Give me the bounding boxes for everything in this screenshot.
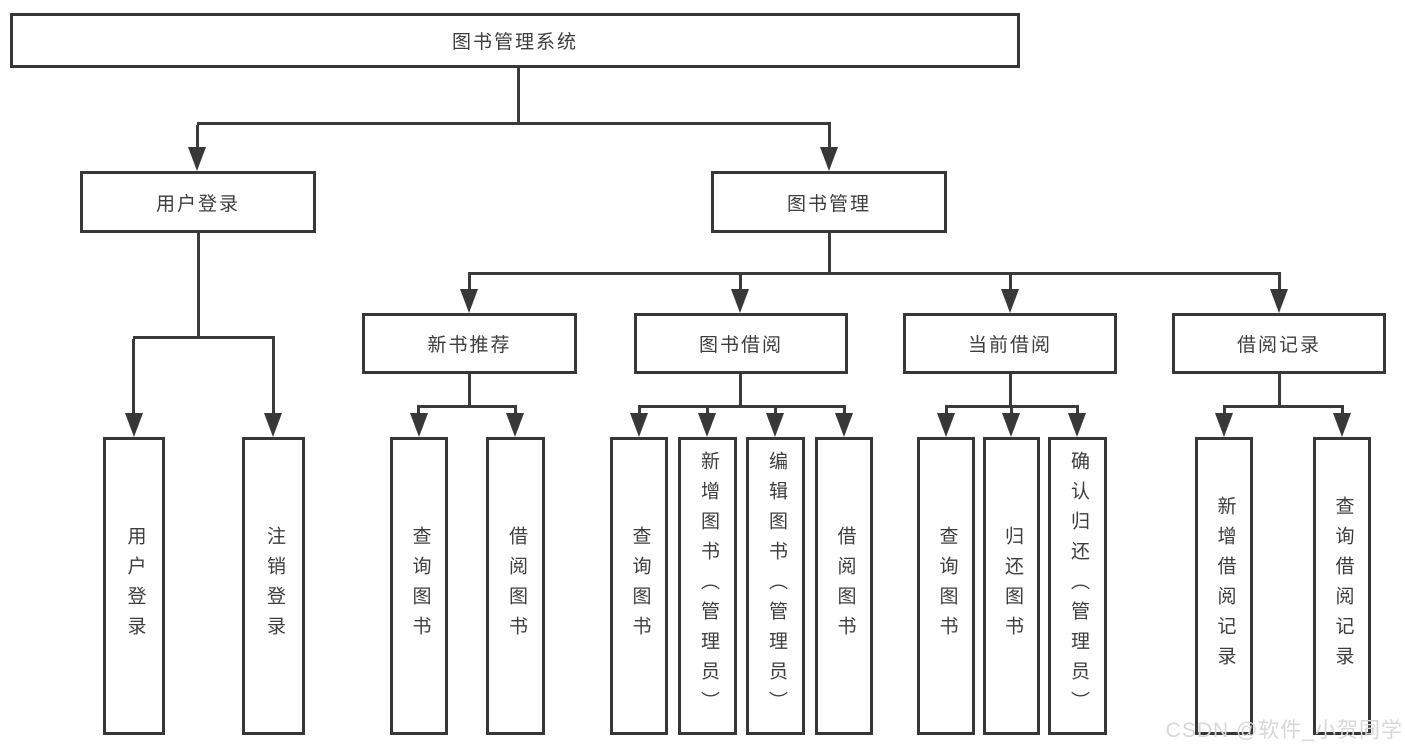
- node-current-borrow: 当前借阅: [903, 313, 1117, 374]
- node-borrow-records: 借阅记录: [1172, 313, 1386, 374]
- leaf-query-book-current-label: 查询图书: [936, 526, 958, 646]
- connector-line: [1278, 374, 1281, 407]
- arrowhead-down-icon: [1215, 413, 1233, 437]
- arrowhead-down-icon: [835, 413, 853, 437]
- node-current-borrow-label: 当前借阅: [967, 335, 1052, 356]
- connector-line: [739, 275, 742, 293]
- arrowhead-down-icon: [506, 413, 524, 437]
- arrowhead-down-icon: [410, 413, 428, 437]
- node-new-book-recommend-label: 新书推荐: [427, 335, 512, 356]
- connector-line: [468, 272, 1281, 275]
- node-book-borrow: 图书借阅: [634, 313, 848, 374]
- leaf-user-login: 用户登录: [103, 437, 165, 735]
- arrowhead-down-icon: [1002, 413, 1020, 437]
- arrowhead-down-icon: [937, 413, 955, 437]
- node-borrow-records-label: 借阅记录: [1236, 335, 1321, 356]
- leaf-query-book-recommend-label: 查询图书: [409, 526, 431, 646]
- arrowhead-down-icon: [125, 413, 143, 437]
- node-new-book-recommend: 新书推荐: [362, 313, 577, 374]
- leaf-query-book-recommend: 查询图书: [390, 437, 448, 735]
- arrowhead-down-icon: [1001, 289, 1019, 313]
- connector-line: [1009, 374, 1012, 407]
- arrowhead-down-icon: [820, 147, 838, 171]
- connector-line: [197, 122, 831, 125]
- node-book-management-label: 图书管理: [786, 193, 871, 215]
- leaf-query-book-current: 查询图书: [917, 437, 975, 735]
- connector-line: [468, 275, 471, 293]
- node-user-login: 用户登录: [80, 171, 316, 233]
- connector-line: [197, 233, 200, 338]
- connector-line: [272, 339, 275, 417]
- connector-line: [196, 125, 199, 151]
- connector-line: [1223, 405, 1344, 408]
- connector-line: [828, 125, 831, 151]
- leaf-add-book-admin: 新增图书（管理员）: [678, 437, 737, 735]
- leaf-query-borrow-record-label: 查询借阅记录: [1332, 496, 1354, 676]
- leaf-add-book-admin-label: 新增图书（管理员）: [697, 451, 719, 721]
- leaf-query-book-borrow-label: 查询图书: [629, 526, 651, 646]
- arrowhead-down-icon: [766, 413, 784, 437]
- connector-line: [417, 405, 517, 408]
- node-book-borrow-label: 图书借阅: [698, 335, 783, 356]
- leaf-logout: 注销登录: [242, 437, 305, 735]
- connector-line: [739, 374, 742, 407]
- connector-line: [1278, 275, 1281, 293]
- node-root-label: 图书管理系统: [451, 32, 578, 53]
- arrowhead-down-icon: [1333, 413, 1351, 437]
- connector-line: [517, 68, 520, 125]
- leaf-query-book-borrow: 查询图书: [610, 437, 668, 735]
- leaf-add-borrow-record: 新增借阅记录: [1195, 437, 1253, 735]
- node-root: 图书管理系统: [10, 13, 1020, 68]
- leaf-query-borrow-record: 查询借阅记录: [1313, 437, 1371, 735]
- leaf-return-book: 归还图书: [983, 437, 1040, 735]
- arrowhead-down-icon: [630, 413, 648, 437]
- arrowhead-down-icon: [188, 147, 206, 171]
- leaf-confirm-return-admin: 确认归还（管理员）: [1048, 437, 1107, 735]
- arrowhead-down-icon: [460, 289, 478, 313]
- leaf-logout-label: 注销登录: [263, 526, 285, 646]
- leaf-borrow-book-label: 借阅图书: [834, 526, 856, 646]
- connector-line: [945, 405, 1079, 408]
- connector-line: [132, 339, 135, 417]
- arrowhead-down-icon: [731, 289, 749, 313]
- leaf-user-login-label: 用户登录: [124, 526, 146, 646]
- arrowhead-down-icon: [698, 413, 716, 437]
- connector-line: [133, 336, 275, 339]
- leaf-return-book-label: 归还图书: [1001, 526, 1023, 646]
- leaf-confirm-return-admin-label: 确认归还（管理员）: [1067, 451, 1089, 721]
- leaf-borrow-book: 借阅图书: [815, 437, 873, 735]
- connector-line: [828, 233, 831, 274]
- connector-line: [1009, 275, 1012, 293]
- leaf-edit-book-admin: 编辑图书（管理员）: [746, 437, 805, 735]
- leaf-edit-book-admin-label: 编辑图书（管理员）: [765, 451, 787, 721]
- arrowhead-down-icon: [1068, 413, 1086, 437]
- connector-line: [638, 405, 846, 408]
- leaf-borrow-book-recommend: 借阅图书: [486, 437, 545, 735]
- node-book-management: 图书管理: [711, 171, 947, 233]
- arrowhead-down-icon: [264, 413, 282, 437]
- connector-line: [468, 374, 471, 407]
- leaf-borrow-book-recommend-label: 借阅图书: [505, 526, 527, 646]
- leaf-add-borrow-record-label: 新增借阅记录: [1214, 496, 1236, 676]
- node-user-login-label: 用户登录: [155, 193, 240, 215]
- arrowhead-down-icon: [1270, 289, 1288, 313]
